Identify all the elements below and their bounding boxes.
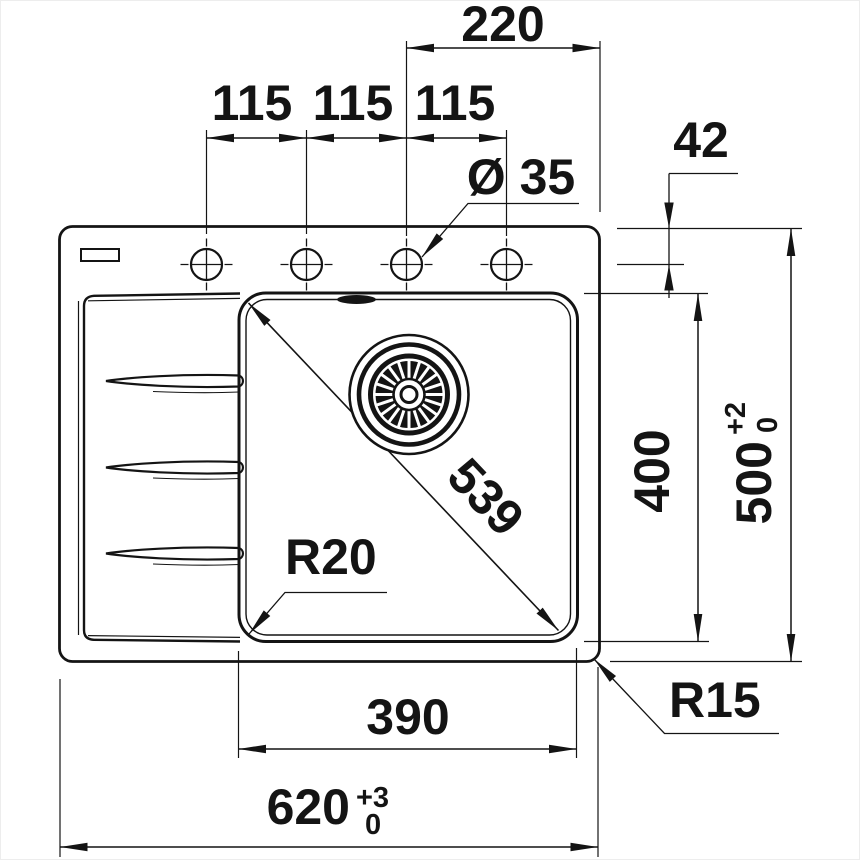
arrow-up xyxy=(664,265,674,291)
dim-overall-width xyxy=(59,667,599,857)
label-r15: R15 xyxy=(669,672,761,728)
drain-inner-plate xyxy=(392,377,426,412)
leader-hole-diameter xyxy=(421,202,579,258)
faucet-hole-4 xyxy=(480,238,533,291)
bowl-outline xyxy=(237,291,579,643)
arrow-down xyxy=(664,202,674,228)
leader-bowl-corner-radius xyxy=(248,591,387,635)
label-620: 620 xyxy=(267,779,350,835)
svg-text:539: 539 xyxy=(437,448,535,547)
label-500: 500 xyxy=(726,441,782,524)
bowl-inner-edge xyxy=(245,298,572,636)
faucet-hole-circle xyxy=(389,247,424,282)
dim-line-diagonal-539 xyxy=(247,302,560,632)
label-42: 42 xyxy=(673,112,729,168)
faucet-hole-circle xyxy=(489,247,524,282)
label-500-tol-minus: 0 xyxy=(752,417,784,433)
drainboard-rim-bevel-top xyxy=(87,297,241,302)
label-115-1: 115 xyxy=(212,75,293,131)
label-539: 539 xyxy=(437,448,535,547)
dim-rim-to-holes xyxy=(664,172,738,298)
logo-mark xyxy=(80,248,120,262)
drain-strainer-rim xyxy=(368,353,450,436)
faucet-hole-1 xyxy=(180,238,233,291)
label-620-tol-plus: +3 xyxy=(356,782,389,814)
faucet-hole-2 xyxy=(280,238,333,291)
label-220: 220 xyxy=(461,1,544,52)
drainboard-rim-bevel-bottom xyxy=(87,635,241,638)
drainboard-rim-outer xyxy=(82,292,241,643)
drainer-groove-2-shadow xyxy=(152,477,240,480)
drain-center-hole xyxy=(399,385,419,404)
label-620-with-tolerance: 620 +3 0 xyxy=(267,779,390,841)
label-hole-diameter: Ø 35 xyxy=(467,149,575,205)
dimension-labels: 115 115 115 220 Ø 35 42 400 500 +2 0 539… xyxy=(212,1,784,841)
drain-second-ring xyxy=(356,342,462,447)
faucet-hole-circle xyxy=(289,247,324,282)
overflow-slot xyxy=(337,295,376,304)
drainer-grooves xyxy=(105,373,245,566)
label-500-tol-plus: +2 xyxy=(720,402,752,435)
drain-strainer-slots xyxy=(374,360,444,429)
drainer-groove-1-shadow xyxy=(152,390,240,394)
sink-outer-outline xyxy=(58,225,601,663)
label-390: 390 xyxy=(366,689,449,745)
label-500-with-tolerance: 500 +2 0 xyxy=(720,402,784,525)
drain-assembly xyxy=(348,333,470,456)
extension-lines-right xyxy=(584,227,802,663)
drainer-groove-1 xyxy=(105,373,245,389)
drainboard-outline xyxy=(77,292,241,643)
svg-text:400: 400 xyxy=(624,429,680,512)
label-r20: R20 xyxy=(285,529,377,585)
drainer-groove-3-shadow xyxy=(152,563,240,566)
label-620-tol-minus: 0 xyxy=(365,809,381,841)
label-115-3: 115 xyxy=(415,75,496,131)
dim-bowl-width xyxy=(237,648,578,758)
label-400: 400 xyxy=(624,429,680,512)
faucet-hole-circle xyxy=(189,247,224,282)
drainer-groove-3 xyxy=(105,546,245,561)
label-115-2: 115 xyxy=(313,75,394,131)
leader-outer-corner-radius xyxy=(593,658,779,735)
drainer-groove-2 xyxy=(105,460,245,475)
faucet-hole-3 xyxy=(380,238,433,291)
